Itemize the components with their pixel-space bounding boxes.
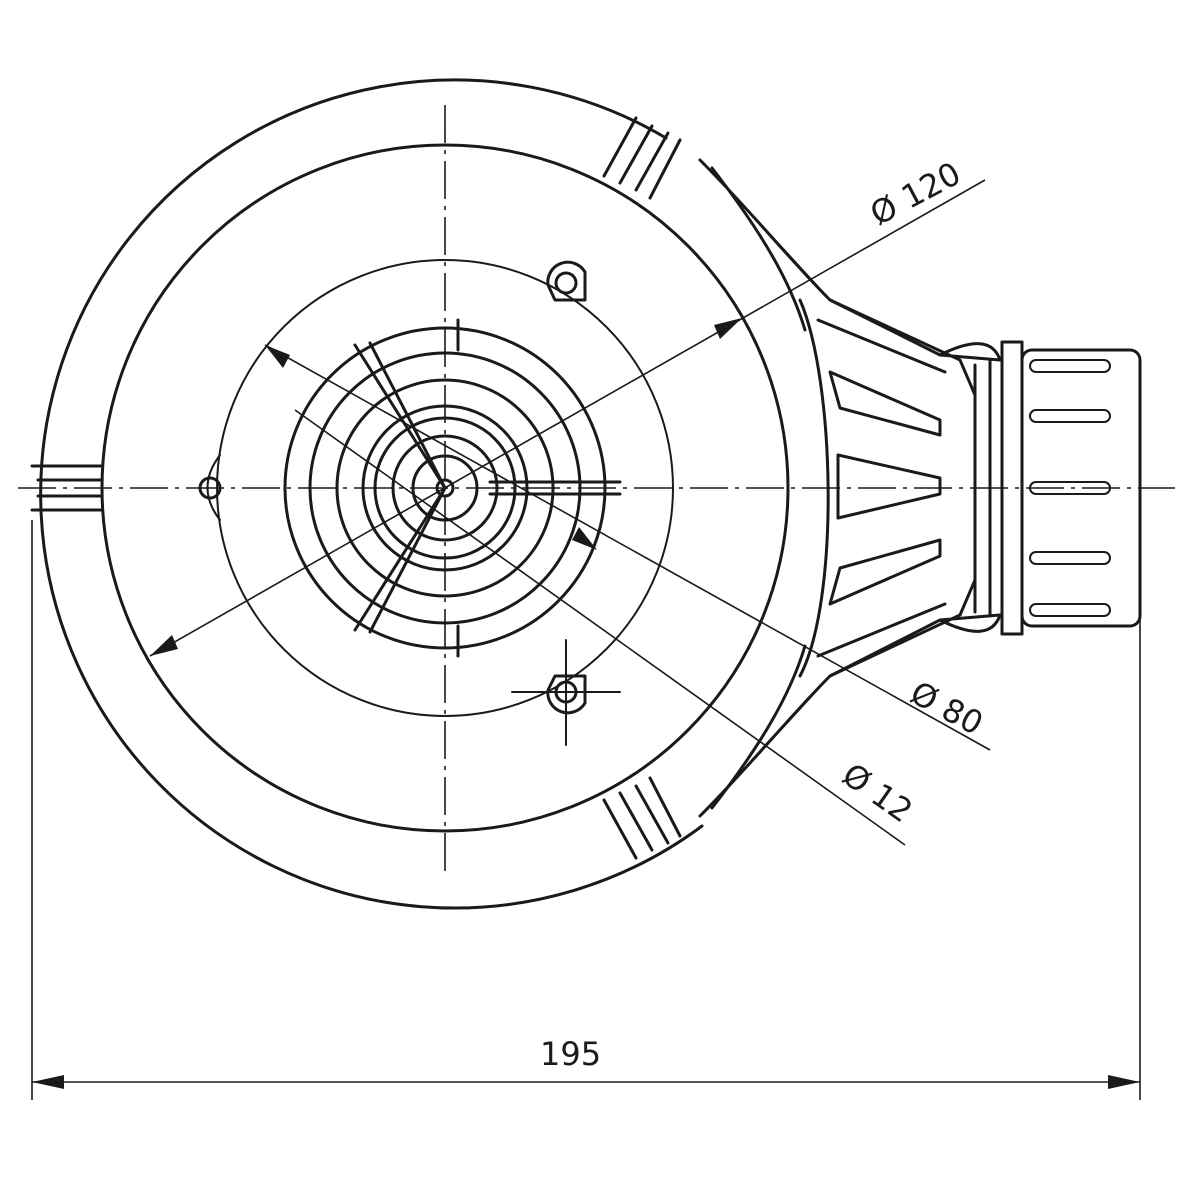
rib-2 bbox=[836, 453, 942, 520]
rib-3 bbox=[828, 538, 942, 606]
dim-line-80 bbox=[264, 344, 991, 751]
label-diameter-80: Ø 80 bbox=[904, 674, 989, 743]
center-hole bbox=[435, 478, 455, 498]
arrowhead-80-upper bbox=[265, 345, 290, 368]
outlet-neck bbox=[698, 158, 1002, 818]
dimension-lines bbox=[31, 179, 1141, 1100]
slot-top bbox=[602, 116, 682, 200]
grate-ring-160 bbox=[283, 326, 607, 650]
arrowhead-120-upper bbox=[714, 318, 742, 339]
union-nut bbox=[1000, 340, 1142, 636]
arrowhead-195-left bbox=[32, 1075, 64, 1089]
dim-line-120 bbox=[149, 179, 986, 657]
outer-housing bbox=[39, 78, 790, 910]
screw-hole-left bbox=[198, 454, 222, 521]
grate-ring-108 bbox=[335, 378, 555, 598]
grate-ring-32 bbox=[411, 454, 479, 522]
nut-grooves bbox=[1029, 359, 1111, 617]
label-diameter-12: Ø 12 bbox=[835, 755, 919, 830]
grate-ring-70 bbox=[373, 416, 517, 560]
outer-flange-arc bbox=[39, 78, 704, 910]
arrowhead-120-lower bbox=[150, 635, 178, 656]
grate-ring-outer bbox=[216, 259, 674, 717]
screw-hole-top bbox=[546, 260, 587, 302]
label-diameter-120: Ø 120 bbox=[864, 154, 967, 233]
grate-ring-52 bbox=[391, 434, 499, 542]
rib-1 bbox=[828, 370, 942, 437]
drain-grate bbox=[216, 259, 674, 717]
slot-left bbox=[30, 464, 104, 512]
screw-hole-bottom bbox=[511, 639, 621, 746]
arrowhead-195-right bbox=[1108, 1075, 1140, 1089]
label-overall-width: 195 bbox=[540, 1035, 601, 1073]
screw-holes bbox=[198, 260, 621, 746]
arrowhead-80-lower bbox=[572, 527, 597, 550]
neck-front-curve bbox=[798, 298, 830, 678]
dim-line-12 bbox=[294, 409, 906, 846]
grate-ring-135 bbox=[308, 351, 582, 625]
inner-rim-circle bbox=[100, 143, 790, 833]
slot-bottom bbox=[602, 776, 682, 860]
grate-ring-82 bbox=[361, 404, 529, 572]
flange-slots bbox=[30, 116, 682, 860]
